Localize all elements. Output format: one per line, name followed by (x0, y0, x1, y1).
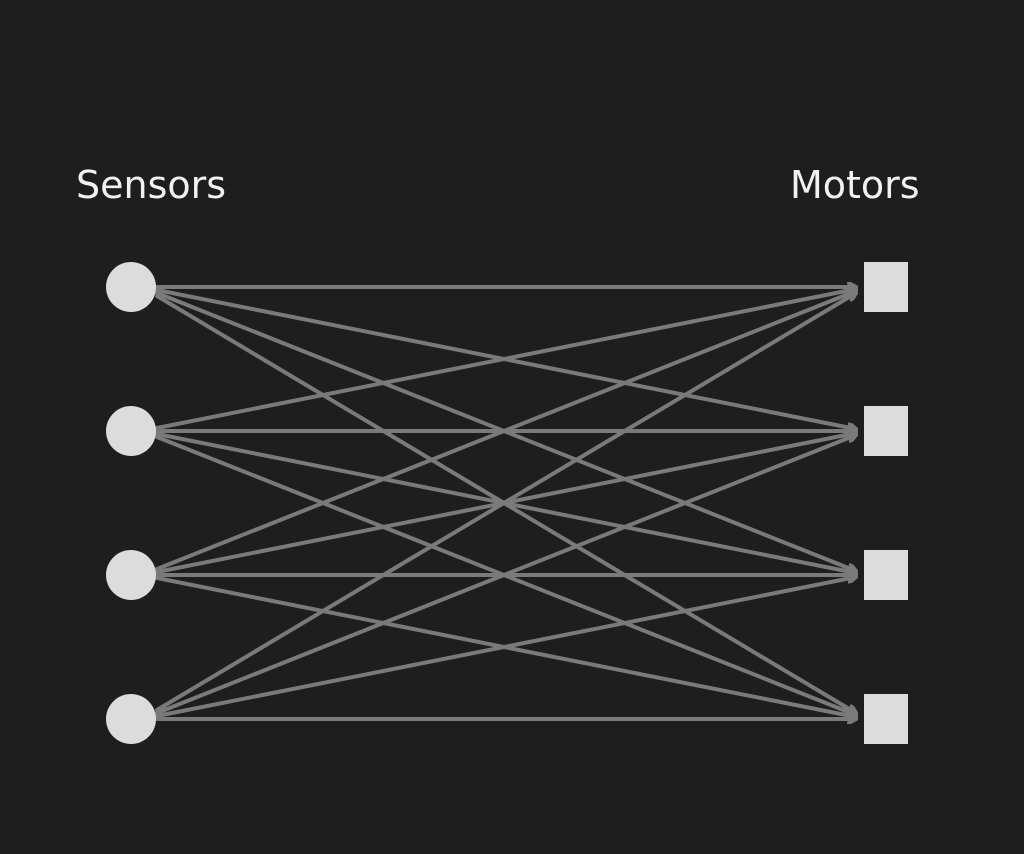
motor-node-1 (864, 262, 908, 312)
sensor-node-2 (106, 406, 156, 456)
sensor-node-1 (106, 262, 156, 312)
sensor-node-3 (106, 550, 156, 600)
sensor-node-4 (106, 694, 156, 744)
motor-node-2 (864, 406, 908, 456)
edge-s4-m2 (155, 435, 856, 715)
connection-edges (155, 287, 858, 719)
motor-nodes (864, 262, 908, 744)
edge-s4-m3 (155, 577, 858, 718)
edge-s4-m1 (155, 293, 856, 712)
edge-s3-m1 (155, 291, 856, 571)
motor-node-4 (864, 694, 908, 744)
motors-heading: Motors (790, 163, 920, 207)
sensors-heading: Sensors (76, 163, 226, 207)
sensor-nodes (106, 262, 156, 744)
motor-node-3 (864, 550, 908, 600)
edge-s2-m1 (155, 289, 858, 430)
